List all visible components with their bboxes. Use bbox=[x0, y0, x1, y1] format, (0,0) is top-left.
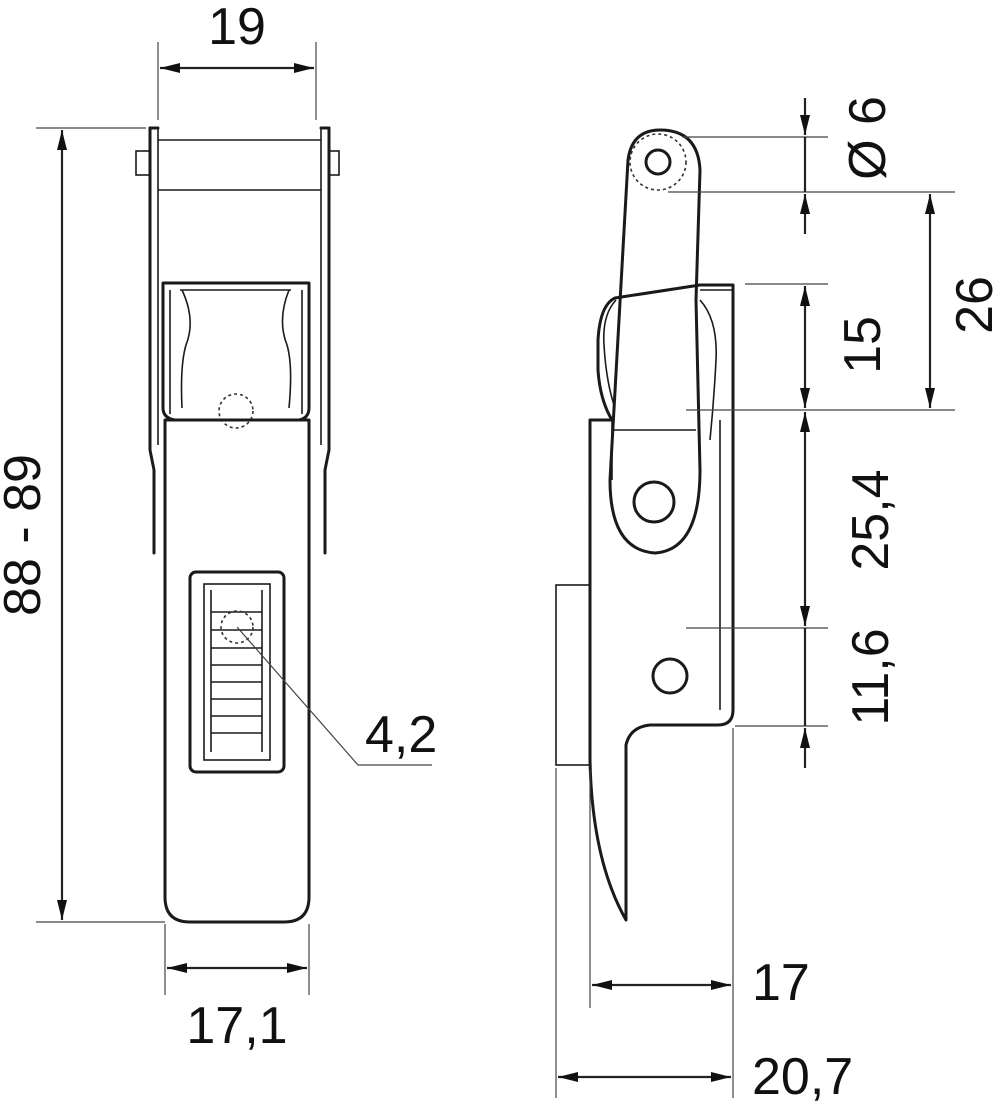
hole-leader-line bbox=[236, 626, 432, 766]
lock-slot-outer bbox=[188, 570, 286, 774]
slot-ribs bbox=[210, 590, 263, 752]
front-frame-left bbox=[148, 126, 156, 555]
pin-end-right bbox=[328, 150, 340, 176]
pin-hole-icon bbox=[644, 148, 672, 176]
mount-hole-icon bbox=[651, 657, 689, 695]
side-view: Ø 6 26 15 25,4 11,6 17 20,7 bbox=[555, 96, 1000, 1105]
dim-label-11-6: 11,6 bbox=[842, 628, 900, 725]
side-base-plate bbox=[555, 584, 591, 766]
dim-label-4-2: 4,2 bbox=[365, 706, 437, 764]
side-lever bbox=[608, 128, 702, 555]
dim-label-15: 15 bbox=[834, 316, 892, 374]
dim-label-6: Ø 6 bbox=[839, 96, 897, 180]
dim-label-19: 19 bbox=[208, 0, 266, 56]
front-view: 19 88 - 89 17,1 4,2 bbox=[0, 0, 437, 1055]
hook-block bbox=[161, 281, 311, 429]
dim-label-25-4: 25,4 bbox=[842, 469, 900, 570]
front-frame-right bbox=[323, 126, 331, 555]
dim-label-17: 17 bbox=[752, 954, 810, 1012]
lock-slot-inner bbox=[203, 583, 271, 761]
dim-label-88-89: 88 - 89 bbox=[0, 454, 52, 616]
dim-label-26: 26 bbox=[946, 276, 1000, 334]
hidden-pin-icon bbox=[218, 393, 254, 429]
hole-marker-icon bbox=[220, 610, 254, 644]
side-bracket bbox=[588, 283, 735, 922]
pivot-hole-icon bbox=[632, 480, 676, 524]
front-lever bbox=[163, 418, 311, 924]
pin-end-left bbox=[135, 150, 151, 176]
dim-label-17-1: 17,1 bbox=[186, 997, 287, 1055]
dim-label-20-7: 20,7 bbox=[752, 1048, 853, 1105]
pin-outline-icon bbox=[629, 133, 687, 191]
